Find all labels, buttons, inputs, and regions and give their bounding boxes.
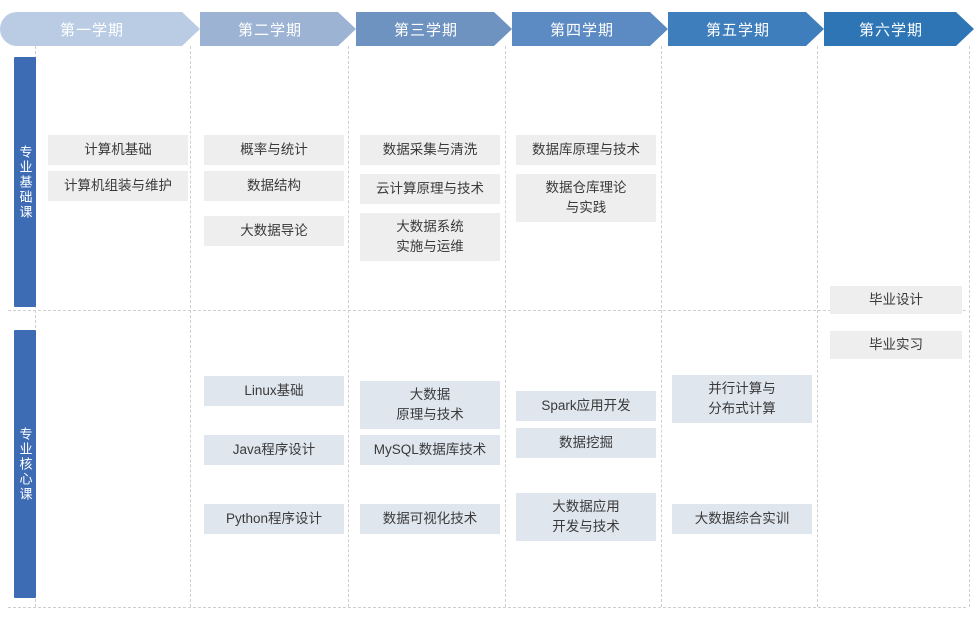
grid-vline-1 <box>190 46 191 607</box>
course-box[interactable]: Java程序设计 <box>204 435 344 465</box>
course-box[interactable]: 大数据综合实训 <box>672 504 812 534</box>
course-box[interactable]: Linux基础 <box>204 376 344 406</box>
semester-tab-label: 第二学期 <box>237 21 302 39</box>
category-bar-label: 专业基础课 <box>17 144 33 220</box>
course-box[interactable]: MySQL数据库技术 <box>360 435 500 465</box>
category-bar-1: 专业基础课 <box>14 57 36 307</box>
course-box[interactable]: 计算机基础 <box>48 135 188 165</box>
course-box[interactable]: 大数据系统 实施与运维 <box>360 213 500 261</box>
course-box[interactable]: 并行计算与 分布式计算 <box>672 375 812 423</box>
course-box[interactable]: 大数据导论 <box>204 216 344 246</box>
course-box[interactable]: 数据采集与清洗 <box>360 135 500 165</box>
course-box[interactable]: 毕业设计 <box>830 286 962 314</box>
course-box[interactable]: 数据挖掘 <box>516 428 656 458</box>
grid-vline-0 <box>35 46 36 607</box>
category-bar-label: 专业核心课 <box>17 426 33 502</box>
course-box[interactable]: 计算机组装与维护 <box>48 171 188 201</box>
semester-tab-1[interactable]: 第一学期 <box>0 12 200 46</box>
grid-vline-5 <box>817 46 818 607</box>
course-box[interactable]: Spark应用开发 <box>516 391 656 421</box>
category-bar-2: 专业核心课 <box>14 330 36 598</box>
course-box[interactable]: 数据结构 <box>204 171 344 201</box>
grid-vline-6 <box>969 46 970 607</box>
semester-tab-3[interactable]: 第三学期 <box>356 12 512 46</box>
semester-tab-5[interactable]: 第五学期 <box>668 12 824 46</box>
semester-tab-6[interactable]: 第六学期 <box>824 12 974 46</box>
semester-tab-label: 第三学期 <box>393 21 458 39</box>
grid-hline-1 <box>8 607 966 608</box>
course-box[interactable]: 数据可视化技术 <box>360 504 500 534</box>
course-box[interactable]: 大数据应用 开发与技术 <box>516 493 656 541</box>
semester-tab-label: 第六学期 <box>858 21 923 39</box>
course-box[interactable]: 数据仓库理论 与实践 <box>516 174 656 222</box>
course-box[interactable]: 云计算原理与技术 <box>360 174 500 204</box>
grid-hline-0 <box>8 310 966 311</box>
semester-tab-label: 第四学期 <box>549 21 614 39</box>
course-box[interactable]: Python程序设计 <box>204 504 344 534</box>
grid-vline-4 <box>661 46 662 607</box>
course-box[interactable]: 数据库原理与技术 <box>516 135 656 165</box>
grid-vline-2 <box>348 46 349 607</box>
semester-tab-2[interactable]: 第二学期 <box>200 12 356 46</box>
grid-vline-3 <box>505 46 506 607</box>
semester-tab-label: 第五学期 <box>705 21 770 39</box>
semester-tab-label: 第一学期 <box>59 21 124 39</box>
semester-tab-bar: 第一学期 第二学期 第三学期 第四学期 第五学期 第六学期 <box>0 12 974 46</box>
semester-tab-4[interactable]: 第四学期 <box>512 12 668 46</box>
course-box[interactable]: 毕业实习 <box>830 331 962 359</box>
course-box[interactable]: 大数据 原理与技术 <box>360 381 500 429</box>
course-box[interactable]: 概率与统计 <box>204 135 344 165</box>
